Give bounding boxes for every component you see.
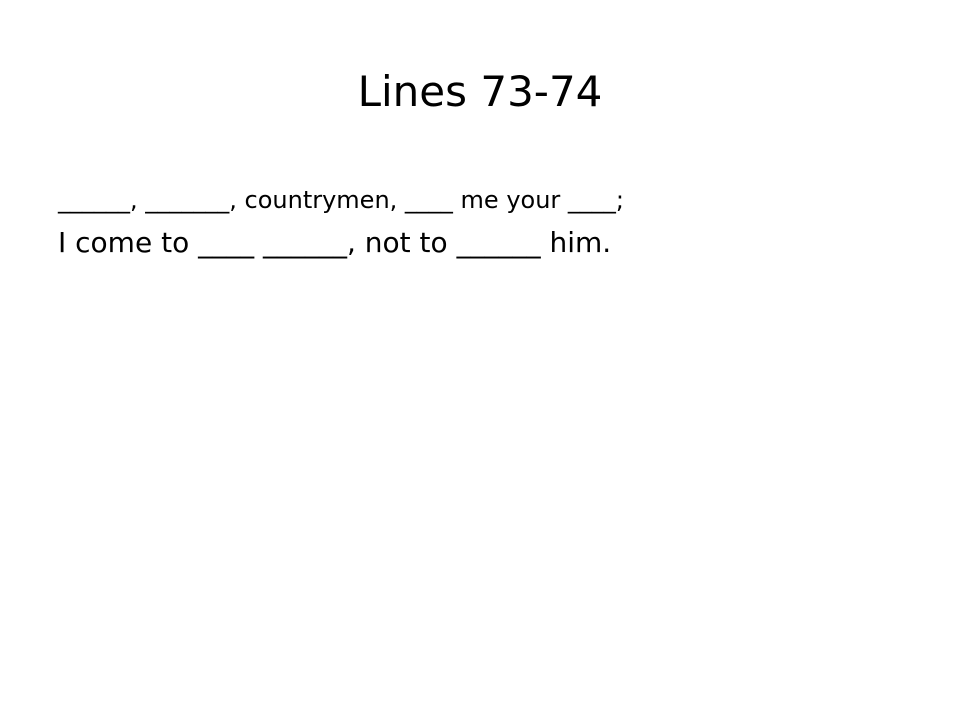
- text-line-2: I come to ____ ______, not to ______ him…: [58, 226, 612, 259]
- text-line-1: ______, _______, countrymen, ____ me you…: [58, 186, 624, 214]
- slide-title: Lines 73-74: [357, 67, 603, 116]
- slide-body: ______, _______, countrymen, ____ me you…: [58, 180, 928, 266]
